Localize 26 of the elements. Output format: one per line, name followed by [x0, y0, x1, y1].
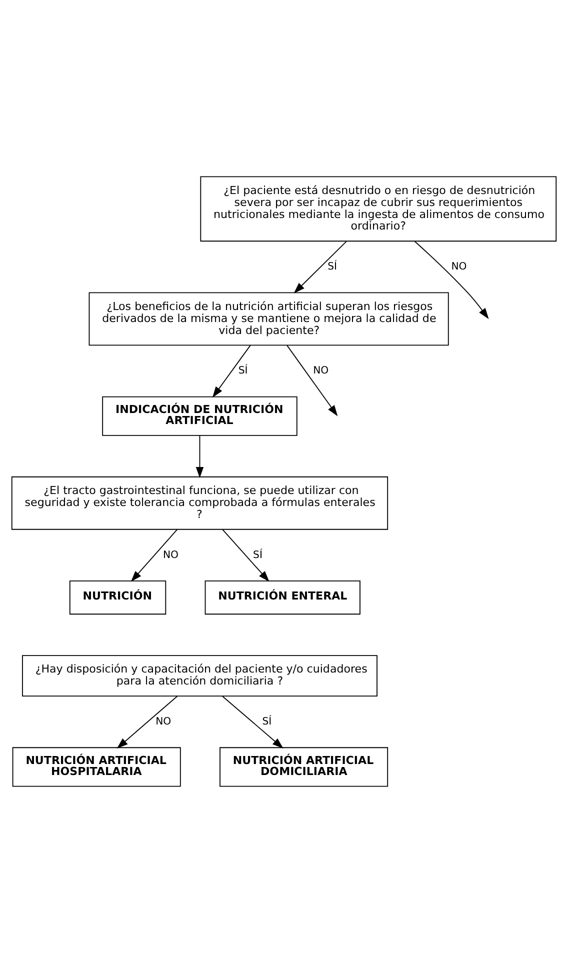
edge-label: SÍ [253, 550, 262, 561]
arrow [130, 529, 178, 582]
edge-label: SÍ [262, 716, 272, 728]
node-box: ¿Los beneficios de la nutrición artificial superan los riesgos derivados de la misma y se mantiene o mejora la calidad de vida del paciente? [88, 292, 449, 346]
node-box: ¿El paciente está desnutrido o en riesgo de desnutrición severa por ser incapaz de cubrir sus requerimientos nutricionales mediante la ingesta de alimentos de consumo ordinario? [200, 176, 557, 242]
node-box: ¿El tracto gastrointestinal funciona, se puede utilizar con seguridad y existe tolerancia comprobada a fórmulas enterales ? [11, 476, 388, 530]
arrow [222, 696, 284, 749]
node-box: NUTRICIÓN ENTERAL [204, 580, 360, 615]
edge-label: SÍ [238, 366, 248, 377]
node-box: NUTRICIÓN ARTIFICIAL DOMICILIARIA [220, 747, 388, 787]
edge-label: NO [451, 262, 467, 273]
edge-label: NO [156, 716, 172, 728]
edge-label: SÍ [328, 262, 338, 273]
edge-label: NO [162, 550, 178, 561]
arrow [212, 344, 251, 398]
node-box: ¿Hay disposición y capacitación del paciente y/o cuidadores para la atención domiciliaria ? [22, 655, 378, 697]
node-box: NUTRICIÓN ARTIFICIAL HOSPITALARIA [12, 747, 181, 787]
arrow [286, 344, 338, 416]
edge-label: NO [313, 366, 329, 377]
arrow [414, 240, 489, 320]
arrow [116, 696, 178, 749]
arrow [222, 529, 270, 582]
node-box: NUTRICIÓN [69, 580, 166, 615]
arrow [196, 435, 204, 478]
arrow [294, 240, 347, 294]
node-box: INDICACIÓN DE NUTRICIÓN ARTIFICIAL [102, 396, 298, 436]
